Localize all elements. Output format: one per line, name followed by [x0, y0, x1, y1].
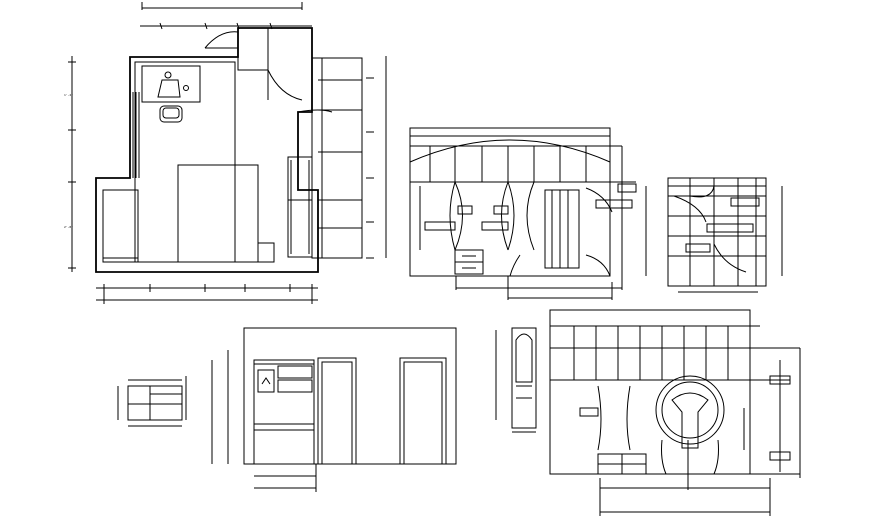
wardrobe-elevation-b	[667, 177, 783, 293]
floor-plan: 1'-2" 2'-8"	[64, 2, 387, 304]
dressing-wall-elevation	[549, 309, 801, 516]
small-cabinet-elevation	[117, 376, 187, 427]
tall-unit-elevation	[495, 327, 537, 433]
wardrobe-elevation-a	[409, 127, 647, 300]
svg-text:2'-8": 2'-8"	[64, 225, 73, 229]
svg-text:1'-2": 1'-2"	[64, 93, 73, 97]
door-wall-elevation	[211, 327, 457, 492]
